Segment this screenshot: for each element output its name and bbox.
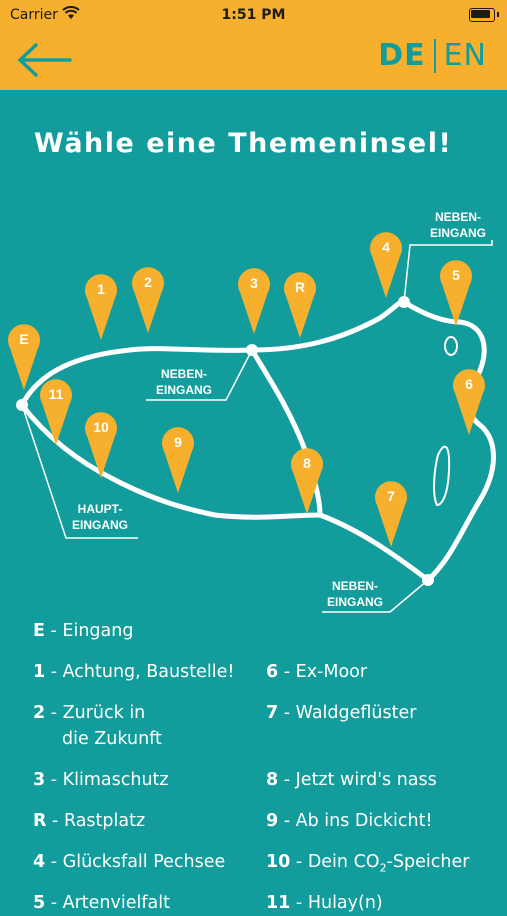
pond-icon — [444, 336, 458, 356]
page-title: Wähle eine Themeninsel! — [34, 128, 453, 159]
map-pin-label: 3 — [250, 275, 258, 291]
battery-icon — [469, 8, 499, 22]
legend-item[interactable]: E - Eingang — [33, 621, 134, 641]
legend-item[interactable]: 3 - Klimaschutz — [33, 770, 169, 790]
legend-item[interactable]: R - Rastplatz — [33, 811, 146, 831]
map-pin-1[interactable]: 1 — [84, 274, 117, 340]
map-pin-6[interactable]: 6 — [453, 369, 485, 435]
lang-divider — [433, 38, 436, 73]
map-pin-label: 2 — [144, 274, 152, 290]
map-pin-label: 7 — [387, 488, 395, 504]
map-pin-label: E — [19, 331, 28, 347]
map-pin-2[interactable]: 2 — [132, 267, 164, 333]
label-neben-top-right-1: NEBEN- — [435, 210, 481, 224]
map-pin-label: 8 — [303, 455, 311, 471]
map-pin-3[interactable]: 3 — [238, 268, 270, 334]
legend-item[interactable]: 1 - Achtung, Baustelle! — [33, 662, 235, 682]
arrow-left-icon[interactable] — [14, 40, 74, 80]
map-pin-label: 10 — [93, 419, 109, 435]
label-neben-top-right-2: EINGANG — [430, 226, 486, 240]
map-pin-label: 4 — [382, 239, 390, 255]
legend-item[interactable]: 11 - Hulay(n) — [266, 893, 383, 913]
map-pin-5[interactable]: 5 — [440, 260, 472, 326]
map-pin-r[interactable]: R — [284, 272, 316, 338]
map-pin-11[interactable]: 11 — [40, 379, 72, 445]
map-pin-4[interactable]: 4 — [370, 232, 402, 298]
map-pin-label: 5 — [452, 267, 460, 283]
clock: 1:51 PM — [221, 7, 286, 23]
legend-item[interactable]: 9 - Ab ins Dickicht! — [266, 811, 433, 831]
lang-en-button[interactable]: EN — [443, 38, 487, 73]
map-pin-10[interactable]: 10 — [84, 412, 117, 478]
legend-item[interactable]: 10 - Dein CO2-Speicher — [266, 852, 470, 875]
status-bar: Carrier 1:51 PM — [0, 0, 507, 30]
legend-item[interactable]: 8 - Jetzt wird's nass — [266, 770, 437, 790]
legend-item[interactable]: 5 - Artenvielfalt — [33, 893, 170, 913]
label-haupt-2: EINGANG — [72, 518, 128, 532]
app-header: Carrier 1:51 PM DE EN — [0, 0, 507, 90]
trail-map: NEBEN- EINGANG NEBEN- EINGANG HAUPT- EIN… — [7, 210, 496, 613]
map-pin-label: 6 — [465, 376, 473, 392]
pond-icon — [433, 445, 451, 507]
map-pin-e[interactable]: E — [7, 324, 41, 390]
wifi-icon — [62, 6, 80, 19]
map-pin-label: R — [295, 279, 305, 295]
map-pin-8[interactable]: 8 — [291, 448, 323, 514]
map-pin-7[interactable]: 7 — [375, 481, 407, 547]
map-pin-label: 1 — [97, 281, 105, 297]
legend-item[interactable]: 6 - Ex-Moor — [266, 662, 368, 682]
label-haupt-1: HAUPT- — [78, 502, 123, 516]
language-switch: DE EN — [378, 38, 487, 73]
legend-item[interactable]: 4 - Glücksfall Pechsee — [33, 852, 226, 872]
lang-de-button[interactable]: DE — [378, 38, 426, 73]
label-neben-bottom-1: NEBEN- — [332, 579, 378, 593]
label-neben-middle-1: NEBEN- — [161, 367, 207, 381]
carrier-label: Carrier — [10, 7, 58, 23]
map-pin-label: 9 — [174, 434, 182, 450]
label-neben-bottom-2: EINGANG — [327, 595, 383, 609]
legend-item[interactable]: 7 - Waldgeflüster — [266, 703, 417, 723]
map-pin-9[interactable]: 9 — [162, 427, 194, 493]
map-pin-label: 11 — [49, 386, 64, 402]
label-neben-middle-2: EINGANG — [156, 383, 212, 397]
